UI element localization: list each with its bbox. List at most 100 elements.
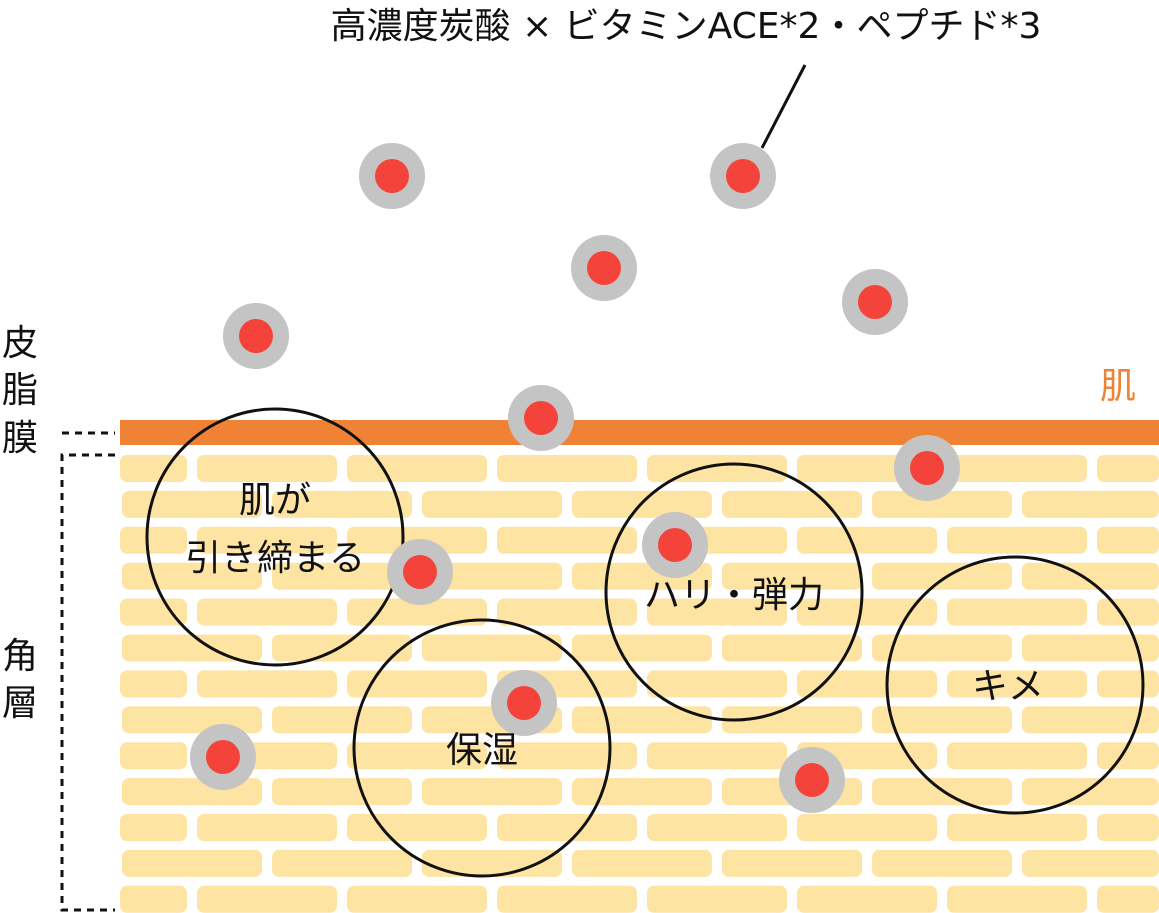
- brick: [347, 885, 487, 913]
- brick: [422, 562, 562, 590]
- skin-surface-bar: [120, 420, 1159, 445]
- brick: [422, 490, 562, 518]
- skin-label: 肌: [1100, 366, 1136, 407]
- particle-core: [795, 763, 829, 797]
- particle: [223, 303, 289, 369]
- brick: [120, 814, 187, 841]
- brick: [497, 814, 637, 841]
- brick: [947, 814, 1087, 841]
- brick: [120, 885, 187, 913]
- callout-line: [760, 64, 807, 149]
- brick: [872, 562, 1012, 590]
- brick: [120, 526, 187, 554]
- benefit-firming-line2: 引き締まる: [185, 538, 365, 579]
- brick: [1097, 598, 1159, 626]
- brick: [947, 885, 1087, 913]
- particles: [190, 143, 960, 813]
- particle-core: [524, 401, 558, 435]
- brick: [1022, 634, 1159, 662]
- brick: [797, 814, 937, 841]
- brick: [1097, 742, 1159, 770]
- brick: [197, 814, 337, 841]
- brick: [1022, 706, 1159, 734]
- brick: [872, 706, 1012, 734]
- brick: [797, 526, 937, 554]
- benefit-circle-firming: [145, 407, 405, 667]
- layer-brackets: [60, 431, 115, 912]
- brick: [572, 849, 712, 877]
- brick: [1022, 778, 1159, 806]
- particle-core: [206, 740, 240, 774]
- brick: [947, 670, 1087, 698]
- brick: [197, 670, 337, 698]
- particle: [779, 747, 845, 813]
- brick: [947, 742, 1087, 770]
- brick: [722, 634, 862, 662]
- particle: [491, 670, 557, 736]
- benefit-circle-elasticity: [604, 462, 864, 722]
- brick: [1022, 849, 1159, 877]
- brick: [422, 634, 562, 662]
- brick: [347, 742, 487, 770]
- sebum-label-2: 脂: [2, 370, 38, 411]
- brick: [647, 670, 787, 698]
- brick: [120, 455, 187, 482]
- particle: [642, 512, 708, 578]
- brick: [272, 849, 412, 877]
- benefit-circle-moisture: [352, 618, 612, 878]
- diagram-title: 高濃度炭酸 × ビタミンACE*2・ペプチド*3: [331, 6, 1042, 47]
- benefit-moisture: 保湿: [446, 730, 518, 771]
- brick: [572, 634, 712, 662]
- brick: [722, 849, 862, 877]
- particle-core: [507, 686, 541, 720]
- particle: [842, 269, 908, 335]
- brick: [647, 885, 787, 913]
- brick: [797, 670, 937, 698]
- brick: [722, 562, 862, 590]
- particle: [387, 539, 453, 605]
- brick: [272, 706, 412, 734]
- brick: [797, 885, 937, 913]
- particle-core: [239, 319, 273, 353]
- benefit-firming-line1: 肌が: [239, 480, 311, 521]
- particle: [710, 143, 776, 209]
- particle-core: [587, 251, 621, 285]
- sebum-label-3: 膜: [2, 418, 38, 459]
- brick: [1022, 562, 1159, 590]
- particle-core: [375, 159, 409, 193]
- brick: [122, 849, 262, 877]
- brick: [122, 634, 262, 662]
- brick: [1097, 455, 1159, 482]
- particle-core: [726, 159, 760, 193]
- brick: [197, 598, 337, 626]
- brick: [272, 490, 412, 518]
- brick: [272, 778, 412, 806]
- brick: [947, 598, 1087, 626]
- particle: [894, 435, 960, 501]
- brick: [122, 706, 262, 734]
- particle-core: [658, 528, 692, 562]
- brick: [497, 526, 637, 554]
- brick: [422, 849, 562, 877]
- brick: [272, 634, 412, 662]
- brick: [722, 490, 862, 518]
- brick: [197, 885, 337, 913]
- brick: [1097, 885, 1159, 913]
- brick: [872, 849, 1012, 877]
- brick: [120, 598, 187, 626]
- particle-core: [403, 555, 437, 589]
- particle: [359, 143, 425, 209]
- stratum-label-1: 角: [2, 636, 38, 677]
- stratum-dashed-bracket: [60, 453, 115, 912]
- brick: [122, 490, 262, 518]
- brick: [572, 706, 712, 734]
- brick: [872, 490, 1012, 518]
- brick: [647, 742, 787, 770]
- sebum-label-1: 皮: [2, 323, 38, 364]
- brick: [272, 562, 412, 590]
- brick: [497, 455, 637, 482]
- brick: [1097, 814, 1159, 841]
- brick: [947, 455, 1087, 482]
- brick: [647, 598, 787, 626]
